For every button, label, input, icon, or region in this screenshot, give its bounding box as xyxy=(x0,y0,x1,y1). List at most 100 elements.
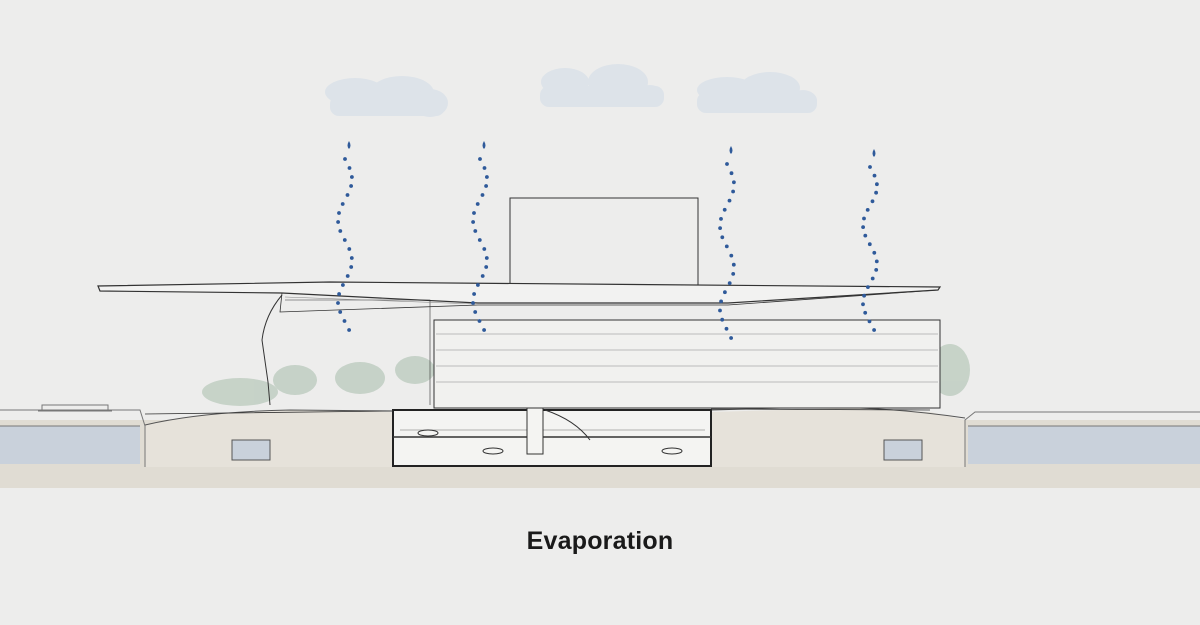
evaporation-stream xyxy=(861,149,879,332)
evaporation-stream xyxy=(336,141,354,332)
vapor-dot xyxy=(725,162,729,166)
vapor-dot xyxy=(729,171,734,176)
vapor-dot xyxy=(863,233,868,238)
vapor-dot xyxy=(875,182,879,187)
vapor-dot xyxy=(867,242,872,247)
ramp xyxy=(544,409,591,441)
water-left xyxy=(0,426,140,464)
vapor-dot xyxy=(727,281,732,285)
droplet-icon xyxy=(482,141,486,149)
vapor-dot xyxy=(472,292,476,296)
vapor-dot xyxy=(484,184,488,188)
water-right xyxy=(968,426,1200,464)
vapor-dot xyxy=(872,173,877,178)
facade-line xyxy=(285,299,431,405)
evaporation-stream xyxy=(718,146,736,340)
embankment-left xyxy=(0,409,146,467)
vapor-dot xyxy=(870,199,875,204)
vapor-dot xyxy=(471,220,475,224)
vapor-dot xyxy=(874,190,878,195)
vapor-dot xyxy=(720,317,725,322)
vapor-dot xyxy=(480,274,485,278)
roof-canopy xyxy=(97,281,942,304)
vapor-dot xyxy=(731,262,736,267)
vapor-dot xyxy=(475,202,480,206)
vapor-dot xyxy=(338,229,343,233)
vapor-dot xyxy=(473,229,478,233)
underground-parking xyxy=(392,391,712,467)
fly-tower xyxy=(509,197,699,288)
vapor-dot xyxy=(336,220,340,224)
vapor-dot xyxy=(349,256,354,260)
vapor-dot xyxy=(862,293,866,298)
vapor-dot xyxy=(865,208,870,212)
droplet-icon xyxy=(347,141,351,149)
vapor-dot xyxy=(861,302,865,307)
vapor-dot xyxy=(484,265,489,269)
vapor-dot xyxy=(727,198,732,203)
boat xyxy=(38,404,112,412)
vapor-dot xyxy=(729,336,733,340)
vapor-dot xyxy=(718,308,722,313)
vapor-dot xyxy=(872,328,876,332)
vapor-dot xyxy=(337,211,341,215)
terrain-fill-right xyxy=(712,408,965,467)
vapor-dot xyxy=(347,328,351,332)
vapor-dot xyxy=(719,299,723,304)
vapor-dot xyxy=(866,285,870,289)
vapor-dot xyxy=(349,184,353,188)
vapor-dot xyxy=(862,216,866,221)
droplet-icon xyxy=(729,146,733,154)
vapor-dot xyxy=(718,226,722,231)
culvert-right xyxy=(883,439,923,461)
office-block xyxy=(433,319,941,409)
cloud xyxy=(540,64,664,107)
vapor-dot xyxy=(476,283,480,287)
vapor-dot xyxy=(337,292,341,296)
vapor-dot xyxy=(719,217,723,221)
droplet-icon xyxy=(872,149,876,157)
tree xyxy=(395,356,435,384)
vapor-dot xyxy=(473,310,478,314)
building-section-drawing xyxy=(0,64,1200,488)
embankment-right xyxy=(964,411,1200,467)
vapor-dot xyxy=(724,244,729,249)
cloud xyxy=(697,72,817,113)
plaza-line xyxy=(144,408,931,415)
parking-box xyxy=(392,409,712,467)
vapor-dot xyxy=(343,157,347,161)
vapor-dot xyxy=(345,193,350,197)
building xyxy=(97,197,942,415)
vapor-dot xyxy=(720,235,725,240)
vapor-dot xyxy=(482,247,487,251)
clouds xyxy=(325,64,817,117)
vapor-dot xyxy=(472,211,476,215)
vapor-dot xyxy=(345,274,350,278)
car xyxy=(482,447,504,455)
cloud xyxy=(325,76,448,117)
car xyxy=(417,429,439,437)
vapor-dot xyxy=(477,319,482,323)
vapor-dot xyxy=(874,259,879,264)
vapor-dot xyxy=(722,207,727,212)
vapor-dot xyxy=(729,253,734,258)
vapor-dot xyxy=(347,247,352,251)
vapor-dot xyxy=(347,166,352,170)
vapor-dot xyxy=(872,250,877,255)
evaporation-stream xyxy=(471,141,489,332)
canopy-underside xyxy=(279,289,939,313)
terrain-fill xyxy=(145,410,392,467)
vapor-dot xyxy=(731,272,736,276)
evaporation-streams xyxy=(336,141,879,340)
tree xyxy=(335,362,385,394)
vapor-dot xyxy=(338,310,343,314)
vapor-dot xyxy=(478,157,482,161)
vapor-dot xyxy=(477,238,482,242)
vapor-dot xyxy=(342,238,347,242)
culvert-left xyxy=(231,439,271,461)
vapor-dot xyxy=(482,166,487,170)
vapor-dot xyxy=(336,301,340,305)
vapor-dot xyxy=(471,301,475,305)
vapor-dot xyxy=(724,326,729,331)
